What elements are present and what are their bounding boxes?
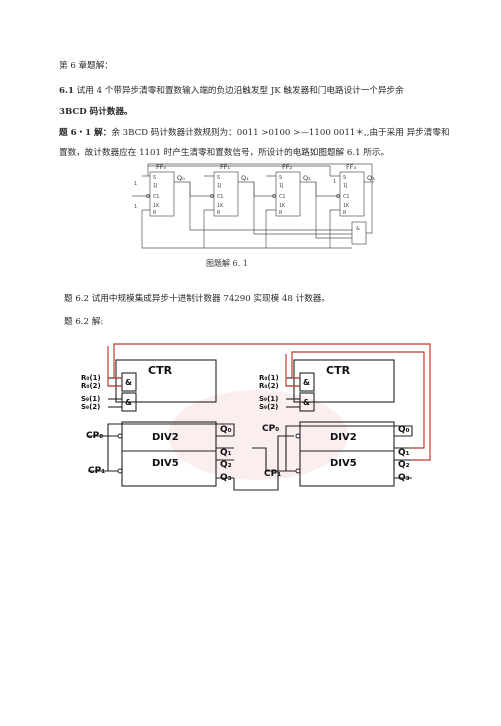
chip2-cp0-label: CP₀ [262,424,279,434]
question-number: 6.1 [59,86,74,96]
chapter-title: 第 6 章题解： [59,61,113,71]
chip2-q1-label: Q₁ [398,448,410,458]
chip1-cp0-label: CP₀ [86,431,103,441]
chip1-q2-label: Q₂ [220,460,232,470]
ff0-k-one: 1 [134,204,137,210]
solution-6-2-label: 题 6.2 解: [64,317,104,327]
ff3-pin-c1: C1 [343,194,349,200]
ff3-box [339,171,365,217]
ff0-j-one: 1 [134,181,137,187]
question-6-1-line-1: 6.1 试用 4 个带异步清零和置数输入端的负边沿触发型 JK 触发器和门电路设… [59,86,404,97]
chip1-r01-label: R₀(1) [81,374,101,382]
ff0-pin-r: R [153,210,157,216]
figure-6-2-circuit: CTR CTR & & & & DIV2 DIV5 DIV2 DIV5 CP₀ … [81,343,431,491]
ff2-pin-1j: 1J [279,183,283,189]
ff1-label: FF₁ [220,163,230,171]
chip1-and-symbol-bottom: & [125,398,132,407]
chip1-title: CTR [148,364,173,377]
ff0-pin-s: S [153,175,156,181]
ff3-pin-1j: 1J [343,183,347,189]
figure-6-1-caption: 图题解 6. 1 [206,259,248,268]
chip2-ctr-block [293,359,395,403]
ff3-j-one: 1 [333,179,336,185]
chip2-div2-label: DIV2 [330,432,357,443]
ff2-box [275,171,301,217]
chip1-and-symbol-top: & [125,378,132,387]
chip2-title: CTR [326,364,351,377]
chip2-s92-label: S₉(2) [259,403,278,411]
chip2-cp1-label: CP₁ [264,469,281,479]
ff0-pin-1k: 1K [153,203,160,209]
q2-label: Q₂ [303,174,311,182]
ff1-pin-s: S [217,175,220,181]
solution-text: 余 3BCD 码计数器计数规则为：0011 >0100 >—1100 0011＊… [111,128,450,138]
chip1-div2-label: DIV2 [152,432,179,443]
ff3-pin-1k: 1K [343,203,350,209]
ff3-pin-s: S [343,175,346,181]
chip2-q3-label: Q₃ [398,473,410,483]
ff2-pin-s: S [279,175,282,181]
ff1-box [213,171,239,217]
q1-label: Q₁ [241,174,249,182]
ff0-box [149,171,175,217]
q3-label: Q₃ [367,174,375,182]
chip1-r02-label: R₀(2) [81,382,101,390]
ff1-pin-1j: 1J [217,183,221,189]
chip1-q1-label: Q₁ [220,448,232,458]
ff0-pin-c1: C1 [153,194,159,200]
chip1-s92-label: S₉(2) [81,403,100,411]
chip2-r01-label: R₀(1) [259,374,279,382]
solution-label: 题 6・1 解： [59,128,112,138]
chip2-and-symbol-top: & [303,378,310,387]
chip1-ctr-block [115,359,217,403]
ff2-pin-c1: C1 [279,194,285,200]
chip2-div5-label: DIV5 [330,458,357,469]
ff2-pin-1k: 1K [279,203,286,209]
chip2-q0-label: Q₀ [398,425,410,435]
watermark-shape [168,390,348,480]
ff3-label: FF₃ [346,163,356,171]
chip1-and-bottom [121,392,137,412]
ff1-pin-1k: 1K [217,203,224,209]
feedback-wires [107,343,431,461]
question-text: 试用 4 个带异步清零和置数输入端的负边沿触发型 JK 触发器和门电路设计一个异… [73,86,404,96]
question-6-1-line-2: 3BCD 码计数器。 [59,107,133,117]
figure-6-1-circuit: FF₀ FF₁ FF₂ FF₃ Q₀ Q₁ Q₂ Q₃ S 1J C1 1K R… [132,163,375,249]
ff0-pin-1j: 1J [153,183,157,189]
chip1-cp1-label: CP₁ [88,466,105,476]
chip1-q3-label: Q₃ [220,473,232,483]
chip1-q0-label: Q₀ [220,425,232,435]
chip2-and-symbol-bottom: & [303,398,310,407]
chip1-s91-label: S₉(1) [81,395,100,403]
chip1-and-top [121,372,137,392]
chip2-s91-label: S₉(1) [259,395,278,403]
and-gate-symbol: & [356,226,360,232]
ff0-label: FF₀ [156,163,166,171]
solution-6-1-line-1: 题 6・1 解：余 3BCD 码计数器计数规则为：0011 >0100 >—11… [59,128,450,139]
chip2-and-bottom [299,392,315,412]
and-gate-box [351,221,367,245]
chip2-div-block [299,421,395,487]
ff1-pin-c1: C1 [217,194,223,200]
question-6-2: 题 6.2 试用中规模集成异步十进制计数器 74290 实现模 48 计数器。 [64,294,330,304]
chip2-r02-label: R₀(2) [259,382,279,390]
chip2-and-top [299,372,315,392]
chip1-div-block [121,421,217,487]
chip2-q2-label: Q₂ [398,460,410,470]
solution-6-1-line-2: 置数，故计数器应在 1101 时产生清零和置数信号，所设计的电路如图题解 6.1… [59,148,390,158]
ff3-pin-r: R [343,210,347,216]
chip1-div5-label: DIV5 [152,458,179,469]
ff2-label: FF₂ [282,163,292,171]
ff2-pin-r: R [279,210,283,216]
ff1-pin-r: R [217,210,221,216]
q0-label: Q₀ [177,174,185,182]
